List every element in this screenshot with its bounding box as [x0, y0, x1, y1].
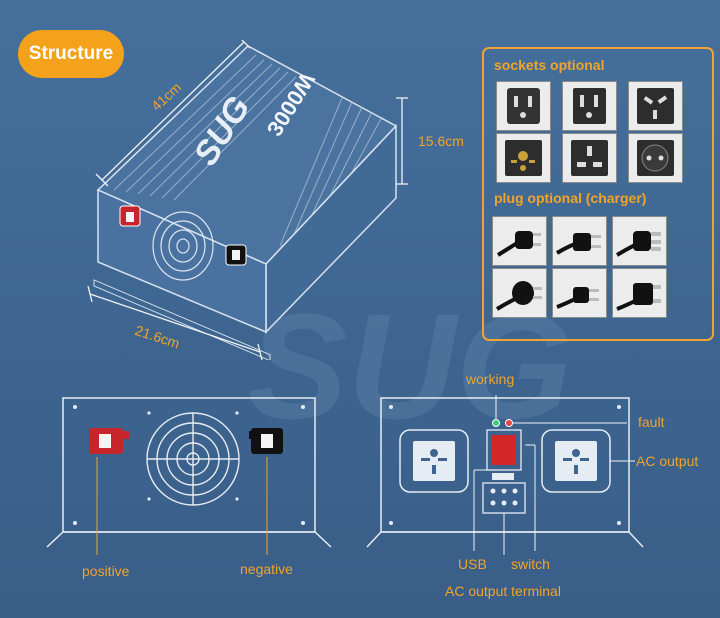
positive-terminal-icon: [89, 428, 129, 454]
switch-label: switch: [511, 556, 550, 572]
negative-terminal-icon: [249, 428, 283, 454]
positive-label: positive: [82, 563, 130, 579]
structure-badge: Structure: [18, 30, 124, 78]
sa-plug-icon: [612, 216, 667, 266]
eu-plug-icon: [492, 268, 547, 318]
usb-port-icon: [492, 473, 514, 480]
au-socket-icon: [628, 81, 683, 131]
working-led-icon: [492, 419, 500, 427]
back-panel: [365, 395, 645, 573]
options-panel: sockets optional plug optional (charger): [482, 47, 714, 341]
inverter-illustration: SUG 3000W: [80, 35, 410, 362]
plug-optional-title: plug optional (charger): [494, 190, 647, 206]
ac-output-terminal-label: AC output terminal: [445, 583, 561, 599]
negative-label: negative: [240, 561, 293, 577]
power-switch-icon: [486, 429, 522, 471]
sockets-optional-title: sockets optional: [494, 57, 605, 73]
us-plug-icon: [552, 216, 607, 266]
front-negative-terminal-icon: [225, 244, 247, 266]
universal-socket-icon: [496, 133, 551, 183]
us-2pin-plug-icon: [552, 268, 607, 318]
fault-led-icon: [505, 419, 513, 427]
fault-label: fault: [638, 414, 665, 430]
us-20a-socket-icon: [562, 81, 617, 131]
us-socket-icon: [496, 81, 551, 131]
ac-output-terminal-icon: [482, 482, 526, 514]
ac-output-label: AC output: [636, 453, 699, 469]
ac-outlet-left-icon: [399, 429, 469, 493]
usb-label: USB: [458, 556, 487, 572]
schuko-socket-icon: [628, 133, 683, 183]
front-panel: [45, 395, 345, 569]
working-label: working: [466, 371, 515, 387]
dimension-height: 15.6cm: [418, 133, 464, 149]
front-fan-icon: [152, 211, 214, 281]
uk-plug-icon: [612, 268, 667, 318]
au-plug-icon: [492, 216, 547, 266]
uk-socket-icon: [562, 133, 617, 183]
fan-grille-icon: [146, 412, 240, 506]
ac-outlet-right-icon: [541, 429, 611, 493]
front-positive-terminal-icon: [119, 205, 141, 227]
